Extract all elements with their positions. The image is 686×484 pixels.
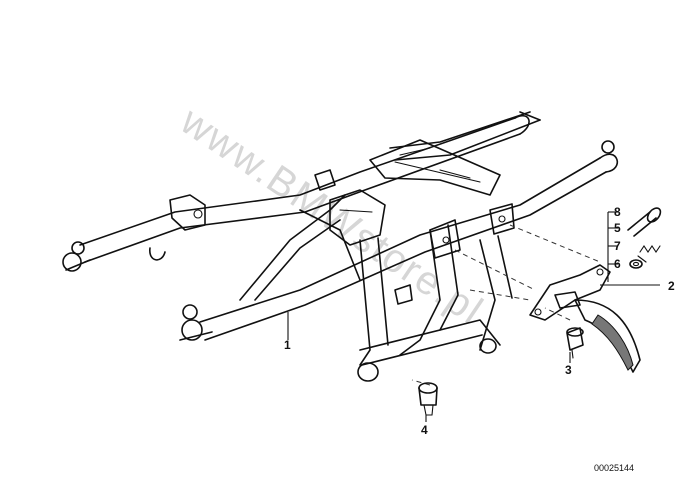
bolt-part-4	[418, 382, 438, 416]
assembly-guide-lines	[411, 224, 601, 386]
diagram-reference-number: 00025144	[594, 463, 634, 473]
watermark-text: www.BMWstore.pl	[172, 98, 491, 333]
callout-3: 3	[565, 363, 572, 377]
callout-5: 5	[614, 221, 621, 235]
callout-4: 4	[421, 423, 428, 437]
leader-lines	[287, 211, 660, 422]
footrest-bracket	[529, 264, 641, 373]
rear-frame	[62, 111, 619, 382]
callout-1: 1	[284, 338, 291, 352]
callout-6: 6	[614, 257, 621, 271]
callout-2: 2	[668, 279, 675, 293]
small-parts	[627, 207, 662, 269]
bolt-part-3	[566, 327, 584, 359]
callout-7: 7	[614, 239, 621, 253]
callout-8: 8	[614, 205, 621, 219]
